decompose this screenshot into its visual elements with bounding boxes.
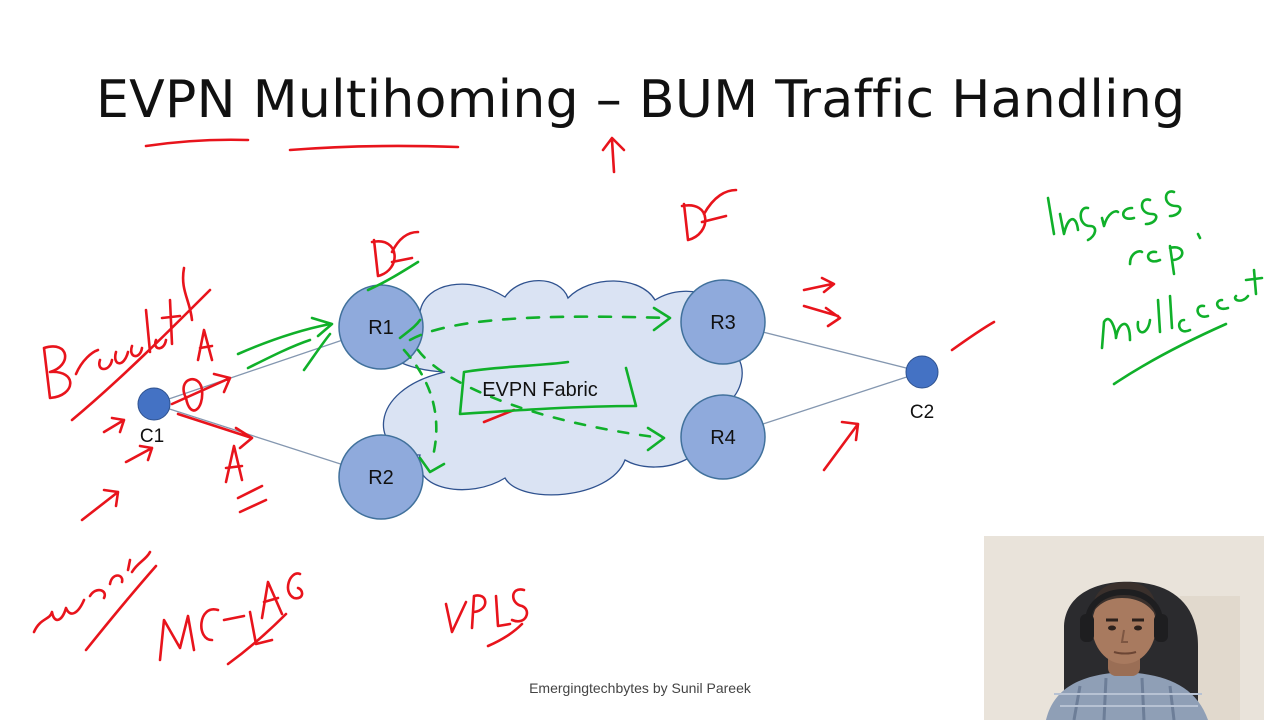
slide-title: EVPN Multihoming – BUM Traffic Handling (96, 70, 1186, 130)
underline-evpn (144, 138, 250, 148)
df-scribble-r3 (680, 188, 738, 242)
r4-c2-arrows (822, 420, 860, 472)
presenter-webcam (984, 536, 1264, 720)
slide-footer: Emergingtechbytes by Sunil Pareek (529, 680, 751, 696)
router-r4: R4 (680, 394, 766, 480)
c1-a-marks (182, 328, 268, 514)
flow-r1-r2-head (418, 456, 446, 474)
ingress-scribble (1046, 190, 1182, 242)
c1-r1-green-arrows (236, 316, 334, 372)
title-up-arrow (601, 136, 626, 174)
df-r1-green-underline (366, 260, 420, 292)
multicast-underline (1112, 322, 1228, 386)
endpoint-c2: C2 (905, 355, 939, 423)
mclag-underline (226, 612, 288, 666)
r1-green-check (398, 318, 422, 340)
r3-c2-arrows (802, 276, 842, 328)
red-annotations (32, 136, 996, 666)
rep-scribble (1128, 232, 1202, 276)
vpls-scribble (444, 588, 529, 634)
multicast-scribble (1100, 268, 1264, 350)
df-scribble-r1 (370, 230, 420, 278)
green-annotations (236, 190, 1264, 474)
broadcast-scribble (42, 266, 194, 400)
flow-r1-r3 (408, 315, 670, 342)
router-r3-label: R3 (710, 312, 736, 334)
presenter-silhouette (984, 536, 1264, 720)
endpoint-c1: C1 (137, 387, 171, 447)
flow-r1-r3-head (652, 306, 672, 332)
mclag-scribble (158, 572, 304, 662)
fabric-label: EVPN Fabric (482, 379, 598, 401)
router-r2: R2 (338, 434, 424, 520)
router-r3: R3 (680, 279, 766, 365)
c1-arrows-left (80, 416, 154, 522)
unicast-scribble (32, 550, 152, 634)
flow-r1-r2 (402, 348, 438, 462)
endpoint-c1-label: C1 (140, 426, 164, 447)
fabric-label-box (458, 360, 638, 416)
c2-red-tick (950, 320, 996, 352)
broadcast-underline (70, 288, 212, 422)
vpls-underline (486, 622, 524, 648)
router-r2-label: R2 (368, 467, 394, 489)
flow-r1-r4 (416, 348, 664, 440)
underline-multihoming (288, 144, 460, 152)
router-r4-label: R4 (710, 427, 736, 449)
router-r1-label: R1 (368, 317, 394, 339)
endpoint-c2-label: C2 (910, 402, 934, 423)
unicast-underline (84, 564, 158, 652)
flow-r1-r4-head (646, 426, 666, 452)
